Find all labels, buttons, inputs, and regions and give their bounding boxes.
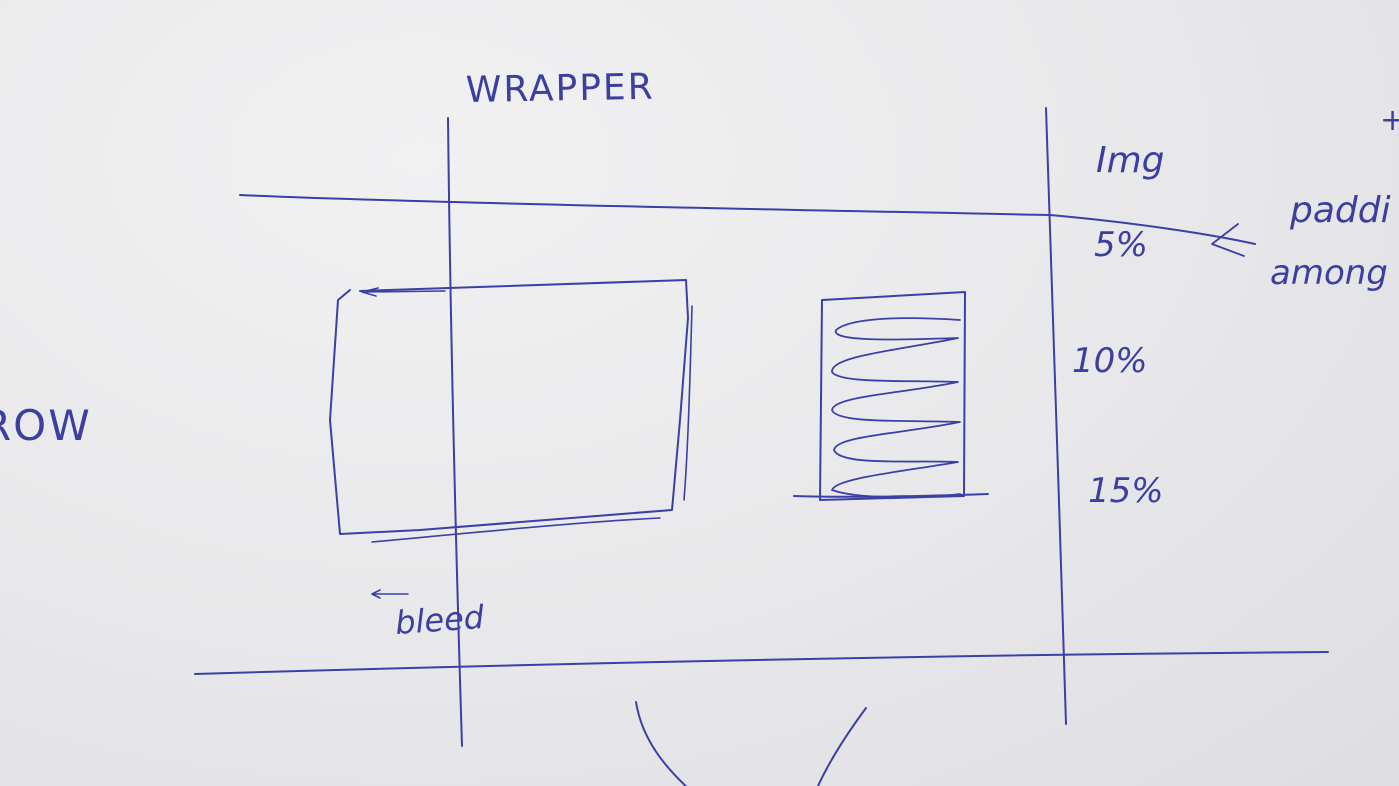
bleed-arrow bbox=[371, 589, 409, 599]
image-box-bottom-stroke bbox=[371, 517, 661, 543]
among-label: among bbox=[1270, 253, 1388, 293]
row-label: ROW bbox=[0, 401, 92, 450]
image-box-right-stroke bbox=[683, 305, 693, 501]
bottom-v-shape bbox=[635, 701, 867, 786]
image-box-arrow bbox=[361, 287, 446, 297]
padding-label: paddi bbox=[1289, 190, 1391, 231]
text-block-base bbox=[793, 493, 989, 498]
wrapper-left-line bbox=[447, 117, 463, 747]
percent-bottom-label: 15% bbox=[1088, 471, 1164, 511]
padding-arrow bbox=[1211, 223, 1245, 257]
text-block bbox=[819, 291, 966, 501]
bleed-label: bleed bbox=[394, 598, 486, 642]
percent-mid-label: 10% bbox=[1072, 341, 1148, 381]
img-label: Img bbox=[1096, 140, 1165, 181]
wrapper-right-line bbox=[1045, 107, 1067, 725]
image-box bbox=[329, 279, 689, 535]
text-lines-zigzag bbox=[831, 317, 961, 499]
row-top-line bbox=[239, 194, 1256, 245]
plus-mark: + bbox=[1380, 103, 1399, 138]
wrapper-label: WRAPPER bbox=[465, 67, 655, 111]
row-bottom-line bbox=[194, 651, 1329, 675]
percent-top-label: 5% bbox=[1094, 225, 1148, 265]
